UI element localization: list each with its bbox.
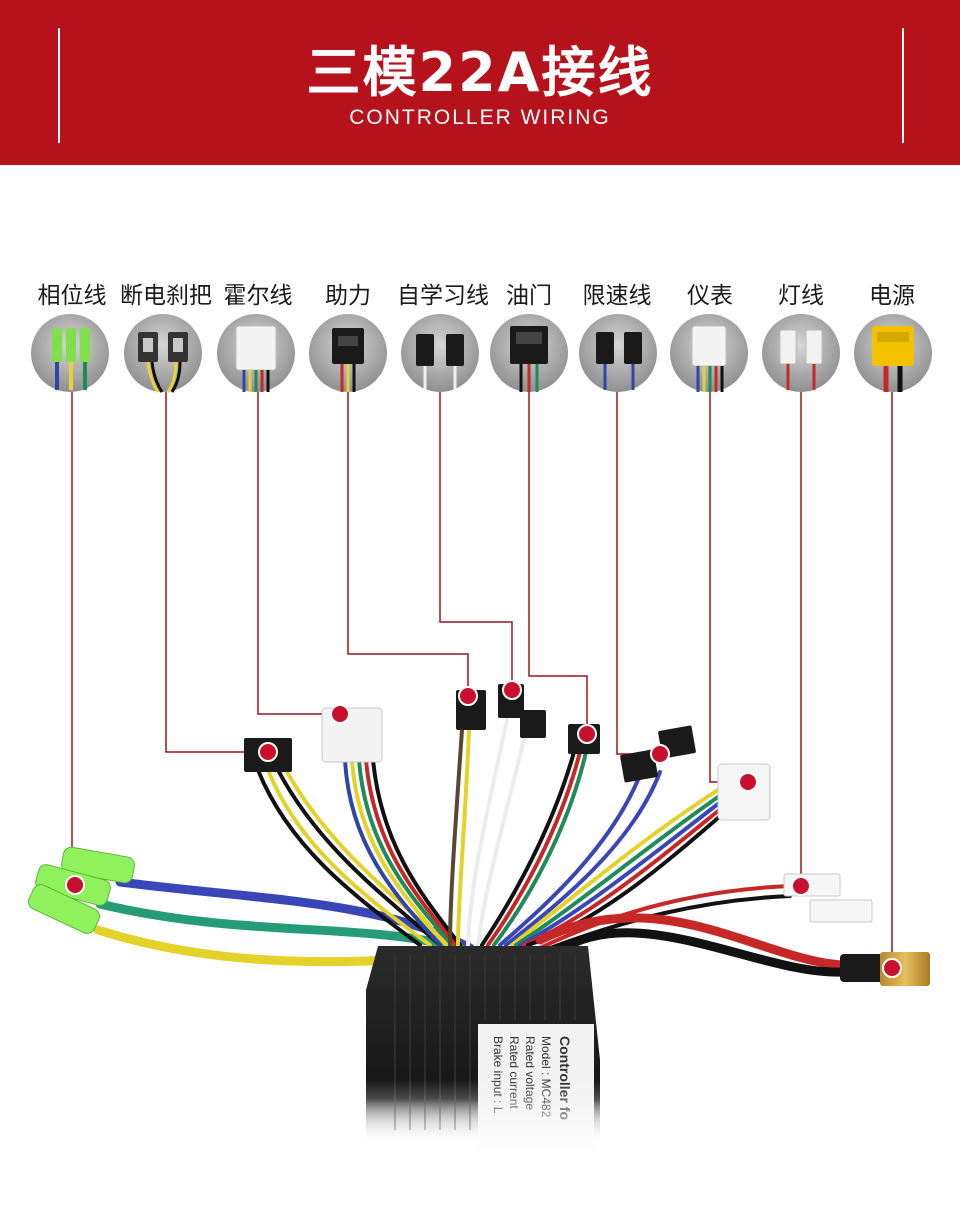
label-hall-wire: 霍尔线 bbox=[223, 283, 293, 309]
dot-power bbox=[882, 958, 902, 978]
dot-phase bbox=[65, 875, 85, 895]
power-xt60-connector-icon bbox=[854, 314, 932, 392]
light-connector-icon bbox=[762, 314, 840, 392]
label-meter: 仪表 bbox=[687, 283, 733, 309]
self-learning-connector-b bbox=[520, 710, 546, 738]
controller-wires bbox=[93, 713, 847, 977]
hall-wire-connector-icon bbox=[217, 314, 295, 392]
dot-throttle bbox=[577, 724, 597, 744]
meter-connector bbox=[717, 763, 771, 821]
controller-body: Controller fo Model : MC482 Rated voltag… bbox=[340, 946, 620, 1160]
dot-meter bbox=[738, 772, 758, 792]
page-subtitle: CONTROLLER WIRING bbox=[349, 106, 611, 129]
label-speed-limit: 限速线 bbox=[582, 283, 652, 309]
header-banner: 三模22A接线 CONTROLLER WIRING bbox=[0, 0, 960, 165]
marker-dots bbox=[65, 680, 902, 978]
leader-lines bbox=[71, 392, 893, 968]
pedal-assist-connector-icon bbox=[309, 314, 387, 392]
label-light: 灯线 bbox=[778, 283, 824, 309]
throttle-connector-icon bbox=[490, 314, 568, 392]
brake-lever-connector-icon bbox=[124, 314, 202, 393]
leader-brake bbox=[165, 392, 268, 753]
page-title: 三模22A接线 bbox=[306, 41, 654, 104]
label-phase-wire: 相位线 bbox=[37, 283, 107, 309]
label-self-learning: 自学习线 bbox=[397, 283, 489, 309]
dot-hall bbox=[330, 704, 350, 724]
dot-brake bbox=[258, 742, 278, 762]
speed-limit-connector-icon bbox=[579, 314, 657, 392]
leader-phase bbox=[71, 392, 75, 886]
meter-connector-icon bbox=[670, 314, 748, 392]
light-connector-b bbox=[809, 899, 873, 923]
label-pedal-assist: 助力 bbox=[325, 283, 371, 309]
leader-self-learning bbox=[439, 392, 513, 690]
leader-speed-limit bbox=[616, 392, 660, 755]
phase-wire-connector-icon bbox=[31, 314, 109, 392]
leader-assist bbox=[347, 392, 469, 696]
label-throttle: 油门 bbox=[506, 283, 552, 309]
speed-limit-connector-a bbox=[620, 749, 658, 783]
label-brake-lever: 断电刹把 bbox=[120, 283, 212, 309]
dot-light bbox=[791, 876, 811, 896]
power-plug-housing bbox=[840, 954, 886, 982]
leader-throttle bbox=[528, 392, 588, 734]
dot-self-learning bbox=[502, 680, 522, 700]
self-learning-connector-icon bbox=[401, 314, 479, 392]
dot-assist bbox=[458, 686, 478, 706]
dot-speed-limit bbox=[650, 744, 670, 764]
leader-meter bbox=[709, 392, 748, 783]
leader-hall bbox=[257, 392, 340, 715]
banner-right-rule bbox=[902, 28, 904, 143]
connector-thumbnails bbox=[31, 314, 932, 393]
label-power: 电源 bbox=[869, 283, 915, 309]
banner-left-rule bbox=[58, 28, 60, 143]
